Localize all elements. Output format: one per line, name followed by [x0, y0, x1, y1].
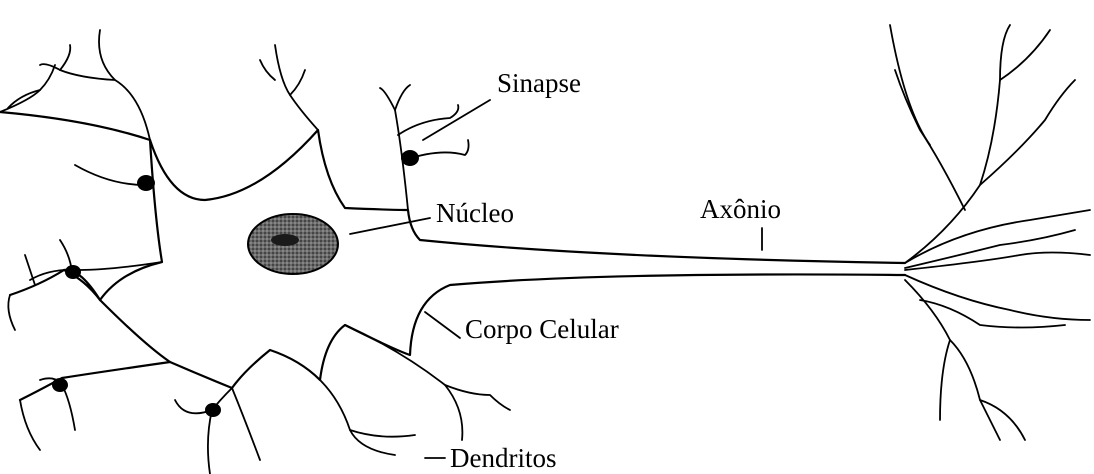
synapse-knob [65, 265, 81, 279]
axon-terminal [890, 25, 1090, 440]
cell-body [0, 112, 905, 400]
label-axonio: Axônio [700, 194, 781, 224]
label-sinapse: Sinapse [497, 68, 581, 98]
synapse-knob [137, 175, 155, 191]
nucleus [248, 214, 338, 274]
synapse-knob [52, 378, 68, 392]
synapse-knobs [52, 150, 419, 417]
nucleolus [271, 234, 299, 246]
synapse-knob [401, 150, 419, 166]
synapse-knob [205, 403, 221, 417]
label-nucleo: Núcleo [436, 198, 514, 228]
dendrites-lower [8, 240, 510, 474]
label-dendritos: Dendritos [450, 443, 556, 473]
label-corpo-celular: Corpo Celular [465, 314, 619, 344]
